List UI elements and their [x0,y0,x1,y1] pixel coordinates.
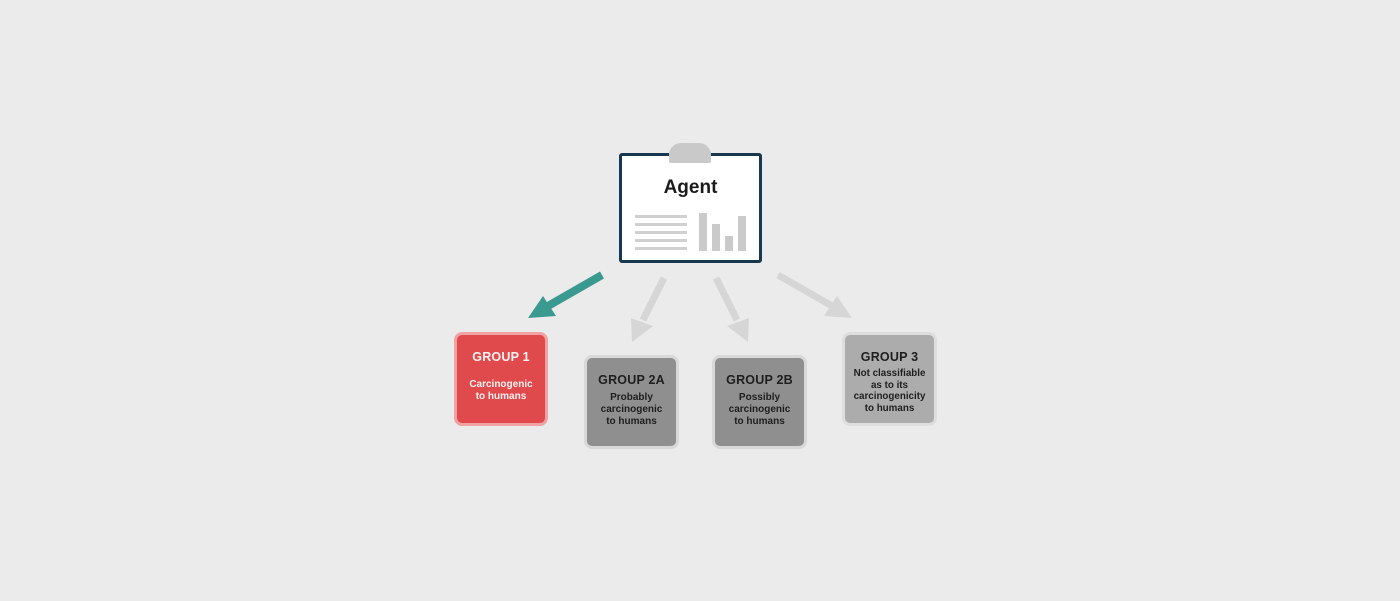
arrow-to-group-2b [712,276,749,342]
group-description-line: carcinogenic [600,404,663,415]
clipboard-clip-base [669,151,711,163]
agent-title: Agent [663,177,718,198]
group-description-line: Probably [610,392,653,403]
mini-chart-bar-icon [699,213,707,251]
document-line [635,239,687,242]
group-description-line: carcinogenic [728,404,791,415]
group-description-line: to humans [606,416,657,427]
document-line [635,223,687,226]
document-line [635,247,687,250]
group-3-box: GROUP 3 Not classifiable as to its carci… [842,332,937,426]
group-description-line: Possibly [738,392,781,403]
group-title: GROUP 2B [726,373,793,387]
mini-chart-bar-icon [712,224,720,251]
group-description-line: Not classifiable [853,368,926,379]
group-description-line: to humans [734,416,785,427]
mini-chart-bar-icon [738,216,746,251]
group-title: GROUP 2A [598,373,665,387]
group-description: Possibly carcinogenic to humans [720,392,800,428]
arrow-to-group-2a [631,276,668,342]
group-2a-box: GROUP 2A Probably carcinogenic to humans [584,355,679,449]
group-description-line: Carcinogenic [469,379,533,390]
group-1-box: GROUP 1 Carcinogenic to humans [454,332,548,426]
agent-clipboard: Agent [619,153,762,263]
group-description: Carcinogenic to humans [461,379,541,403]
arrow-to-group-1 [528,271,604,318]
group-description-line: to humans [864,402,915,414]
group-description-line: as to its [870,379,909,391]
group-description-line: to humans [475,391,527,402]
group-description: Probably carcinogenic to humans [592,392,672,428]
arrow-to-group-3 [776,271,852,318]
document-line [635,215,687,218]
group-title: GROUP 1 [472,350,530,364]
group-description: Not classifiable as to its carcinogenici… [848,368,932,414]
group-title: GROUP 3 [860,350,919,364]
mini-chart-bar-icon [725,236,733,251]
group-2b-box: GROUP 2B Possibly carcinogenic to humans [712,355,807,449]
group-description-line: carcinogenicity [853,391,926,402]
document-line [635,231,687,234]
